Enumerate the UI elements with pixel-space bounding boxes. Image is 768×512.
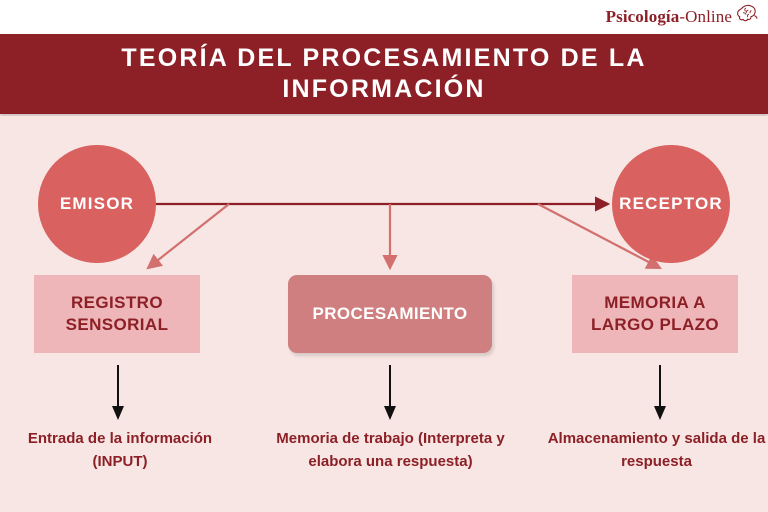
connector-layer <box>112 196 666 420</box>
node-memoria-largo-plazo[interactable]: MEMORIA A LARGO PLAZO <box>572 275 738 353</box>
caption-salida: Almacenamiento y salida de la respuesta <box>547 430 766 470</box>
diagram-canvas: EMISOR RECEPTOR REGISTRO SENSORIAL PROCE… <box>0 116 768 512</box>
brand-name-rest: -Online <box>679 6 732 26</box>
node-receptor[interactable]: RECEPTOR <box>612 145 730 263</box>
page-title: TEORÍA DEL PROCESAMIENTO DE LA INFORMACI… <box>121 43 647 103</box>
title-banner: TEORÍA DEL PROCESAMIENTO DE LA INFORMACI… <box>0 34 768 114</box>
connector-branch-to-memoria <box>537 203 662 270</box>
connector-branch-to-registro-sensorial <box>146 203 230 270</box>
node-memoria-largo-plazo-label: MEMORIA A LARGO PLAZO <box>590 292 720 334</box>
node-registro-sensorial-label: REGISTRO SENSORIAL <box>65 292 169 334</box>
caption-proceso: Memoria de trabajo (Interpreta y elabora… <box>276 430 505 470</box>
node-registro-sensorial[interactable]: REGISTRO SENSORIAL <box>34 275 200 353</box>
caption-input: Entrada de la información (INPUT) <box>27 430 213 470</box>
brain-icon <box>736 4 758 29</box>
node-procesamiento[interactable]: PROCESAMIENTO <box>288 275 492 353</box>
node-emisor-label: EMISOR <box>59 194 135 213</box>
node-emisor[interactable]: EMISOR <box>38 145 156 263</box>
brand-name: Psicología-Online <box>606 7 732 27</box>
brand-logo[interactable]: Psicología-Online <box>606 4 758 29</box>
logo-bar: Psicología-Online <box>0 0 768 34</box>
node-procesamiento-label: PROCESAMIENTO <box>312 303 468 323</box>
brand-name-bold: Psicología <box>605 6 680 26</box>
node-receptor-label: RECEPTOR <box>619 194 723 213</box>
